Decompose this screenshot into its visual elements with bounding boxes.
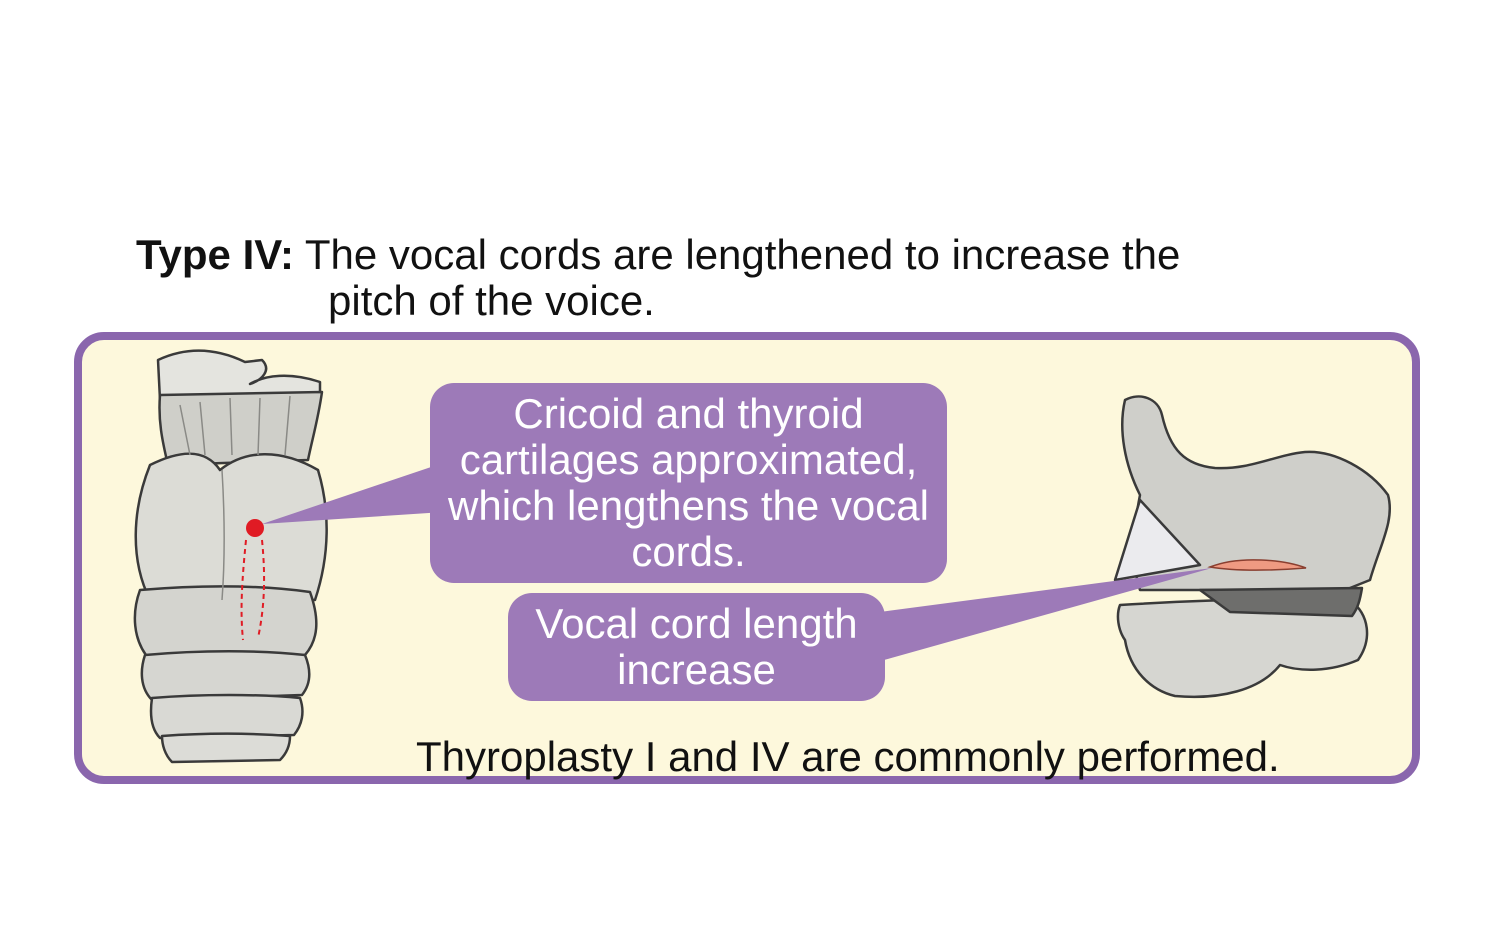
callout-approximation: Cricoid and thyroid cartilages approxima… <box>430 383 947 583</box>
heading: Type IV: The vocal cords are lengthened … <box>136 232 1180 324</box>
vocal-cord <box>1207 559 1307 571</box>
callout-pointer-length <box>880 568 1212 660</box>
heading-line2: pitch of the voice. <box>328 277 655 324</box>
footnote: Thyroplasty I and IV are commonly perfor… <box>416 733 1280 780</box>
heading-line1: The vocal cords are lengthened to increa… <box>304 231 1181 278</box>
callout-pointer-approximation <box>262 464 444 524</box>
heading-label: Type IV: <box>136 231 294 278</box>
incision-marker <box>240 519 266 641</box>
larynx-side-view <box>1113 395 1392 699</box>
callout-length-increase: Vocal cord length increase <box>508 593 885 701</box>
larynx-front-view <box>133 349 328 764</box>
